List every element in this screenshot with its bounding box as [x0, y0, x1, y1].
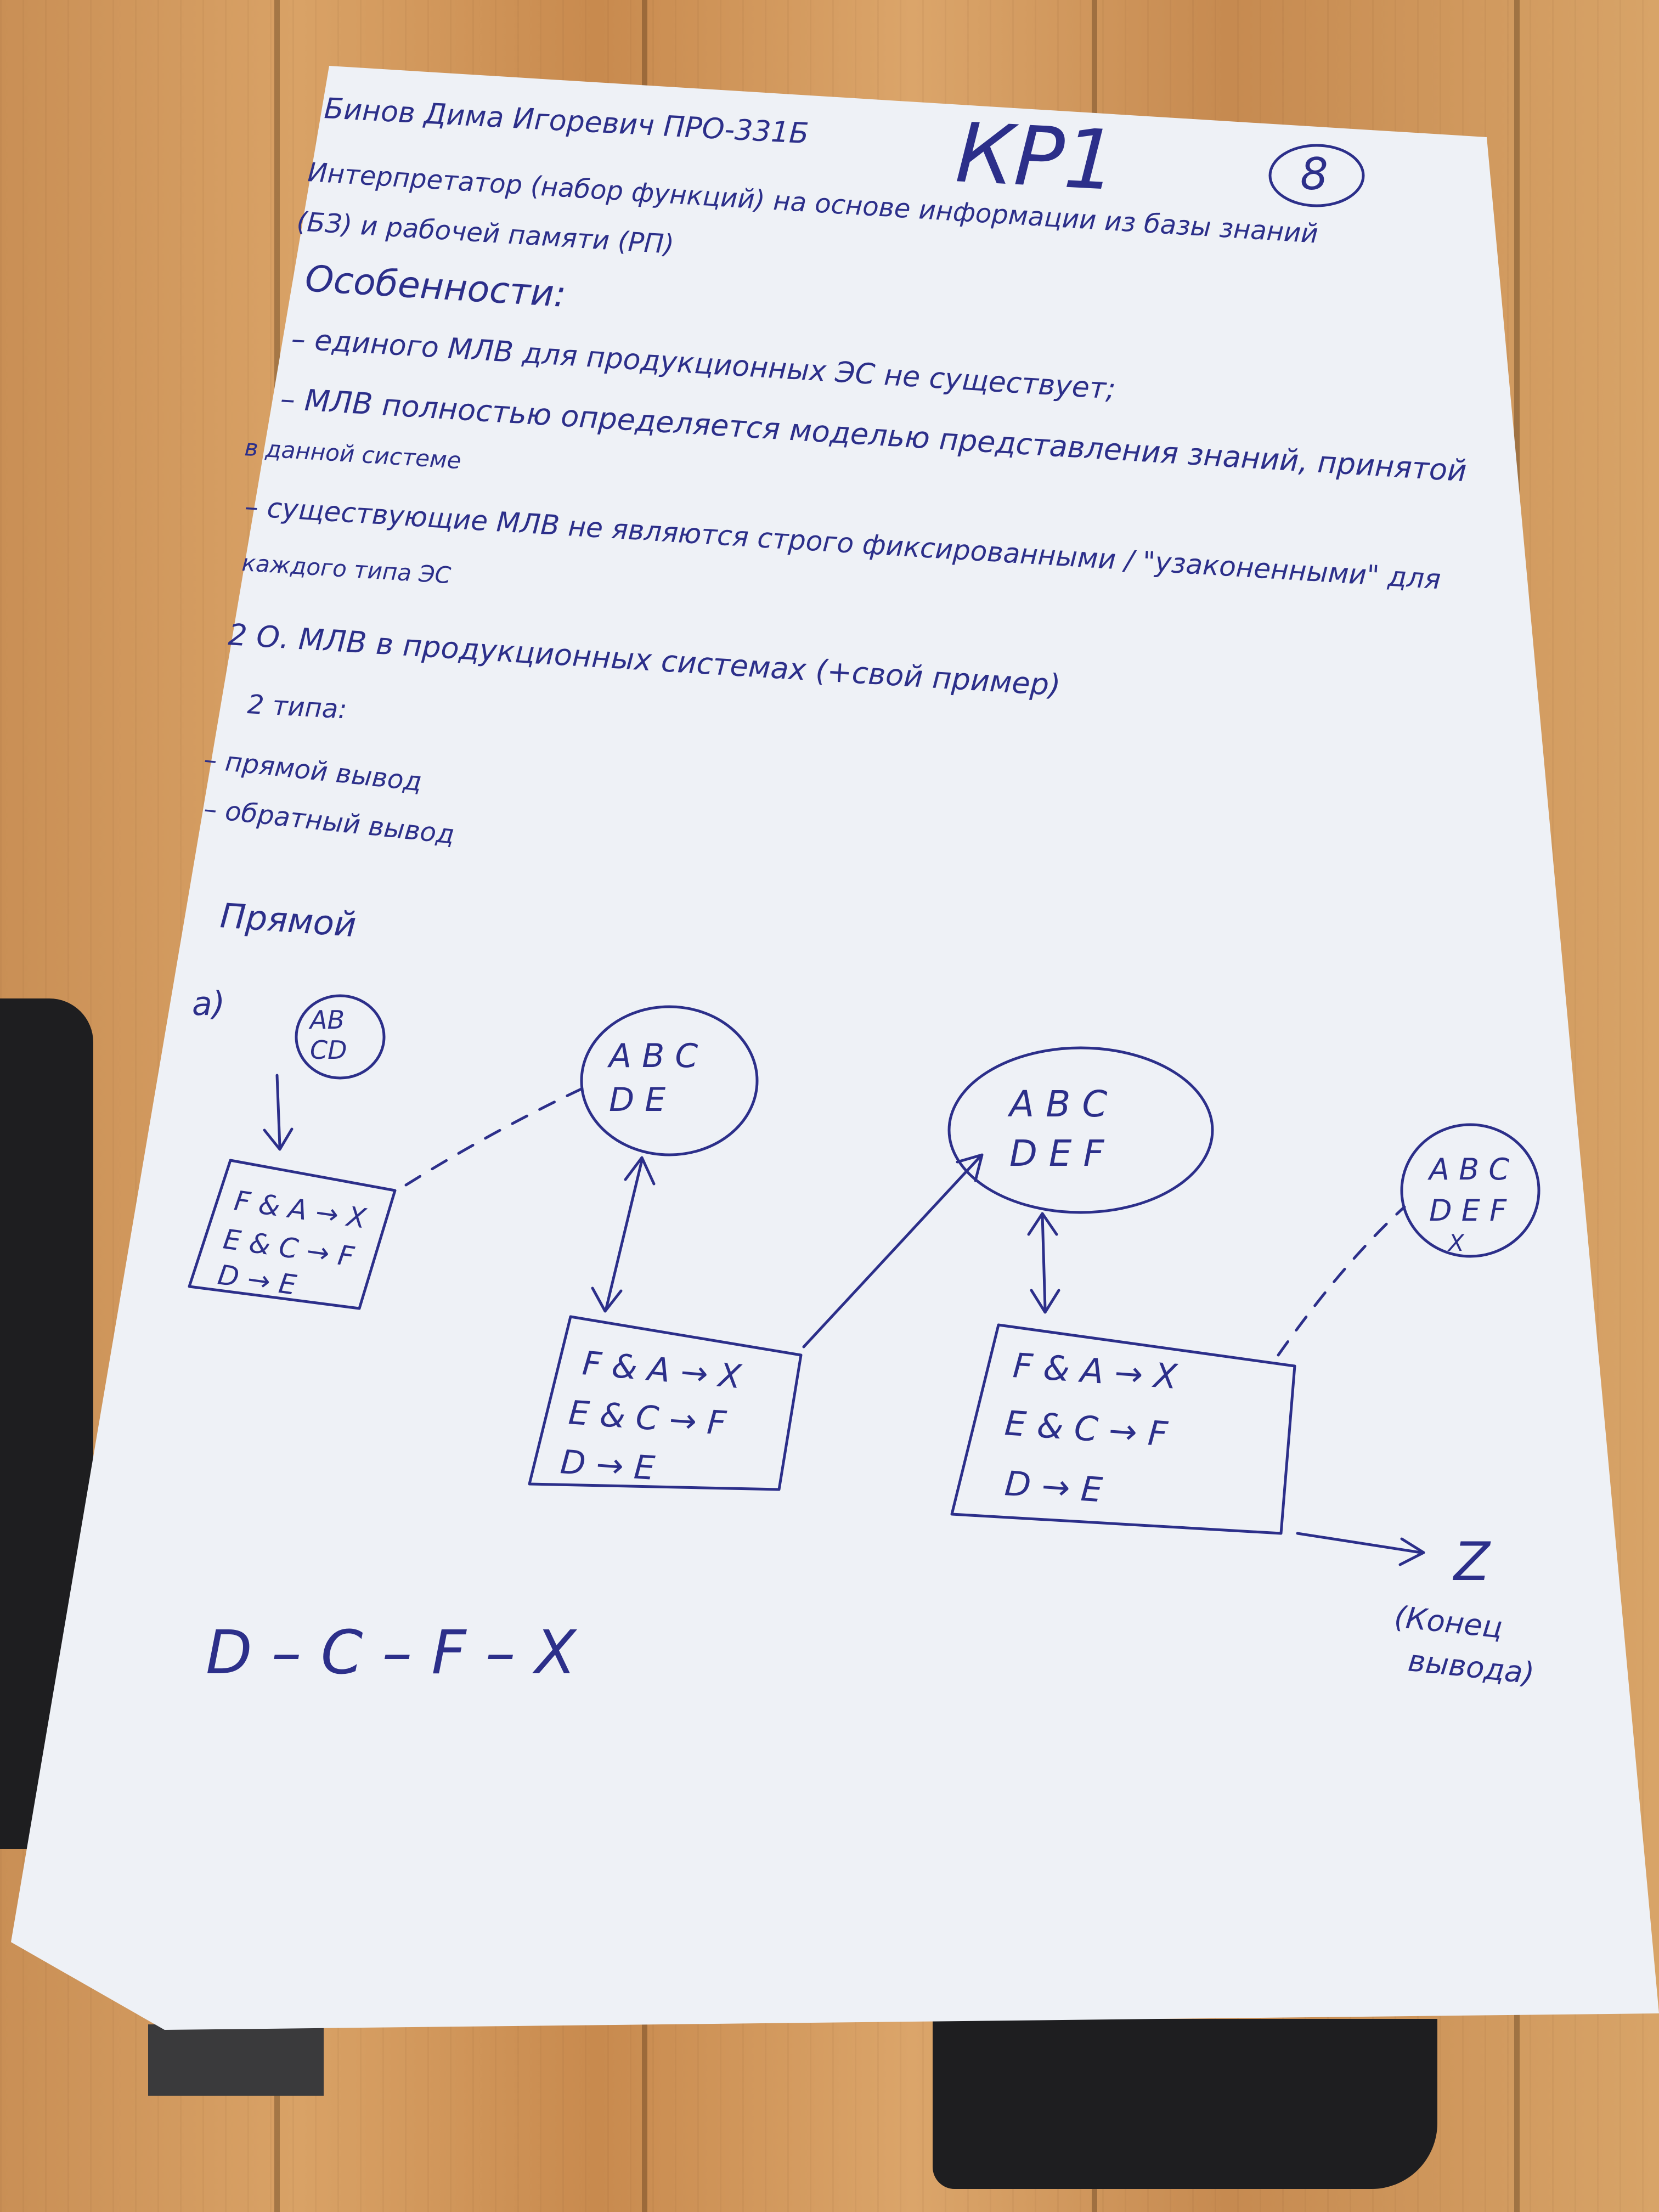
- intro-line-2: (БЗ) и рабочей памяти (РП): [296, 206, 675, 260]
- arrowhead-4-top: [1027, 1212, 1058, 1236]
- features-heading: Особенности:: [304, 257, 567, 315]
- bubble-2-line-1: А В С: [607, 1037, 698, 1075]
- item-2: 2 О. МЛВ в продукционных системах (+свой…: [227, 617, 1062, 703]
- dark-fabric-bottom: [933, 2019, 1437, 2189]
- grade-mark: 8: [1300, 149, 1328, 200]
- dark-fabric-bottom-left: [148, 2024, 324, 2096]
- arrow-goal: [1296, 1532, 1423, 1554]
- arrow-4: [1041, 1214, 1047, 1310]
- type-backward: – обратный вывод: [202, 793, 456, 850]
- bubble-3-line-1: А В С: [1007, 1083, 1107, 1125]
- arrowhead-goal: [1398, 1537, 1425, 1566]
- bubble-1-line-2: СD: [310, 1035, 347, 1065]
- box-2-rule-1: F & А → Х: [581, 1344, 744, 1396]
- bubble-4-line-1: А В С: [1427, 1152, 1509, 1187]
- arrow-3: [802, 1156, 981, 1348]
- feature-line-3: в данной системе: [244, 434, 462, 474]
- bubble-1-line-1: АВ: [308, 1005, 345, 1035]
- box-3-rule-1: F & А → Х: [1012, 1345, 1180, 1397]
- bubble-4-line-3: Х: [1447, 1229, 1465, 1256]
- type-forward: – прямой вывод: [202, 744, 424, 797]
- label-a: а): [192, 985, 225, 1023]
- dashed-link-1: [404, 1085, 589, 1187]
- dashed-link-2: [1277, 1205, 1406, 1357]
- rules-box-3: [950, 1323, 1296, 1535]
- arrowhead-1: [263, 1127, 294, 1151]
- box-3-rule-2: Е & С → F: [1003, 1403, 1170, 1454]
- rules-box-2: [528, 1315, 803, 1491]
- box-3-rule-3: D → Е: [1003, 1463, 1104, 1510]
- memory-bubble-4: [1400, 1123, 1541, 1258]
- box-1-rule-3: D → Е: [216, 1259, 298, 1301]
- memory-bubble-3: [947, 1046, 1214, 1214]
- types-heading: 2 типа:: [246, 689, 348, 725]
- arrow-1: [275, 1074, 281, 1148]
- box-2-rule-2: Е & С → F: [567, 1393, 728, 1443]
- arrowhead-4-bottom: [1030, 1289, 1060, 1314]
- feature-line-5: каждого типа ЭС: [241, 549, 452, 589]
- name-group: Бинов Дима Игоревич ПРО-331Б: [323, 92, 809, 150]
- arrowhead-2-top: [624, 1156, 656, 1186]
- memory-bubble-2: [580, 1005, 759, 1156]
- goal-note-1: (Конец: [1393, 1599, 1504, 1645]
- goal-note-2: вывода): [1407, 1643, 1536, 1691]
- inference-chain: D – С – F – Х: [206, 1617, 578, 1688]
- bubble-4-line-2: D Е F: [1429, 1193, 1507, 1228]
- goal: Z: [1452, 1531, 1491, 1593]
- rules-box-1: [188, 1159, 397, 1310]
- arrow-2: [605, 1159, 644, 1310]
- page-title: КР1: [953, 105, 1119, 209]
- section-forward: Прямой: [219, 895, 358, 945]
- bubble-2-line-2: D Е: [609, 1081, 665, 1119]
- box-2-rule-3: D → Е: [559, 1443, 656, 1488]
- memory-bubble-1: [295, 994, 386, 1080]
- bubble-3-line-2: D Е F: [1009, 1132, 1104, 1175]
- grade-circle: [1268, 144, 1365, 207]
- arrowhead-3: [956, 1153, 984, 1182]
- arrowhead-2-bottom: [591, 1286, 623, 1313]
